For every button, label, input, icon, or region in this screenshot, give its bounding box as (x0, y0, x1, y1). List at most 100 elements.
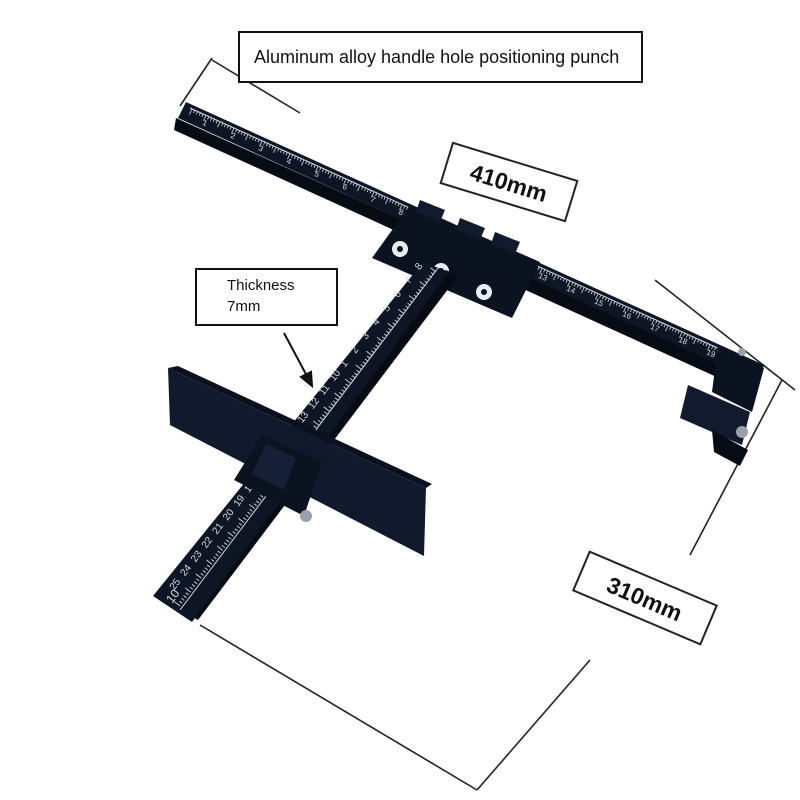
horizontal-tick (545, 270, 548, 274)
width-extension-corner (476, 659, 591, 791)
vertical-tick (195, 573, 202, 579)
horizontal-tick (397, 203, 400, 207)
vertical-tick (258, 497, 262, 501)
vertical-tick (424, 280, 428, 284)
horizontal-tick (403, 205, 406, 209)
vertical-tick (409, 300, 413, 303)
horizontal-tick (394, 201, 397, 205)
horizontal-tick (573, 283, 576, 287)
vertical-tick (226, 539, 230, 543)
vertical-tick (234, 528, 238, 532)
vertical-tick (204, 567, 209, 571)
vertical-tick (334, 397, 339, 401)
horizontal-tick (343, 178, 347, 185)
horizontal-scale-number: 7 (369, 195, 377, 205)
vertical-tick (313, 425, 317, 429)
vertical-tick (183, 595, 187, 599)
horizontal-tick (229, 126, 232, 130)
horizontal-tick (315, 166, 319, 173)
horizontal-tick (567, 280, 571, 287)
horizontal-tick (226, 125, 229, 129)
horizontal-tick (369, 190, 372, 194)
vertical-tick (324, 411, 328, 415)
horizontal-tick (571, 282, 574, 286)
length-extension-left (179, 57, 213, 107)
vertical-tick (194, 581, 198, 585)
horizontal-tick (581, 287, 585, 294)
horizontal-tick (685, 334, 688, 338)
horizontal-tick (254, 138, 257, 142)
horizontal-tick (305, 161, 308, 165)
lower-slider (234, 435, 322, 522)
horizontal-tick (335, 175, 338, 179)
horizontal-tick (599, 294, 602, 299)
vertical-tick (228, 536, 232, 540)
horizontal-tick (607, 298, 610, 302)
horizontal-tick (307, 162, 310, 166)
horizontal-tick (649, 317, 652, 321)
vertical-tick (215, 553, 219, 557)
horizontal-tick (665, 325, 669, 332)
horizontal-tick (537, 266, 540, 270)
vertical-tick (341, 389, 345, 393)
horizontal-tick (391, 200, 394, 204)
vertical-tick (398, 314, 403, 317)
horizontal-tick (576, 284, 579, 288)
vertical-tick (371, 350, 375, 354)
vertical-tick (376, 336, 383, 342)
vertical-tick (355, 364, 362, 370)
vertical-tick (248, 503, 255, 509)
end-stop-top-screw (738, 348, 746, 356)
horizontal-scale-number: 6 (341, 182, 349, 192)
horizontal-tick (618, 303, 621, 307)
vertical-tick (202, 570, 206, 573)
horizontal-tick (621, 305, 624, 309)
vertical-tick (328, 405, 332, 409)
vertical-tick (247, 511, 251, 515)
horizontal-tick (663, 324, 666, 328)
horizontal-tick (243, 133, 246, 137)
vertical-tick (394, 319, 398, 323)
horizontal-tick (590, 291, 593, 295)
horizontal-scale-number: 16 (621, 309, 633, 321)
horizontal-tick (660, 323, 663, 327)
horizontal-tick (593, 292, 596, 296)
horizontal-tick (405, 207, 408, 211)
horizontal-tick (313, 164, 316, 168)
horizontal-tick (271, 145, 274, 149)
horizontal-tick (688, 335, 691, 339)
vertical-scale-number: 1 (338, 358, 350, 369)
vertical-tick (387, 323, 394, 329)
horizontal-tick (377, 194, 380, 198)
horizontal-tick (217, 121, 221, 128)
horizontal-scale-number: 13 (537, 271, 549, 283)
horizontal-tick (257, 139, 260, 143)
horizontal-tick (338, 176, 341, 180)
horizontal-tick (268, 144, 271, 148)
horizontal-tick (273, 147, 277, 153)
vertical-tick (349, 378, 354, 381)
vertical-tick (245, 514, 249, 518)
horizontal-tick (366, 189, 369, 193)
horizontal-tick (355, 184, 358, 188)
vertical-tick (388, 327, 392, 331)
dimension-lines (179, 57, 796, 791)
vertical-tick (319, 417, 324, 420)
vertical-scale-number: 8 (413, 261, 425, 272)
vertical-tick (206, 559, 213, 565)
vertical-tick (381, 336, 386, 340)
horizontal-tick (383, 196, 386, 200)
horizontal-tick (279, 149, 282, 153)
horizontal-tick (679, 331, 683, 338)
horizontal-tick (347, 180, 350, 184)
vertical-tick (354, 372, 358, 376)
vertical-tick (345, 383, 349, 387)
horizontal-tick (637, 312, 641, 319)
vertical-tick (351, 375, 356, 379)
horizontal-tick (277, 148, 280, 152)
vertical-tick (179, 600, 183, 604)
horizontal-tick (263, 141, 266, 146)
vertical-scale-number: 2 (349, 344, 361, 355)
vertical-tick (334, 392, 341, 398)
